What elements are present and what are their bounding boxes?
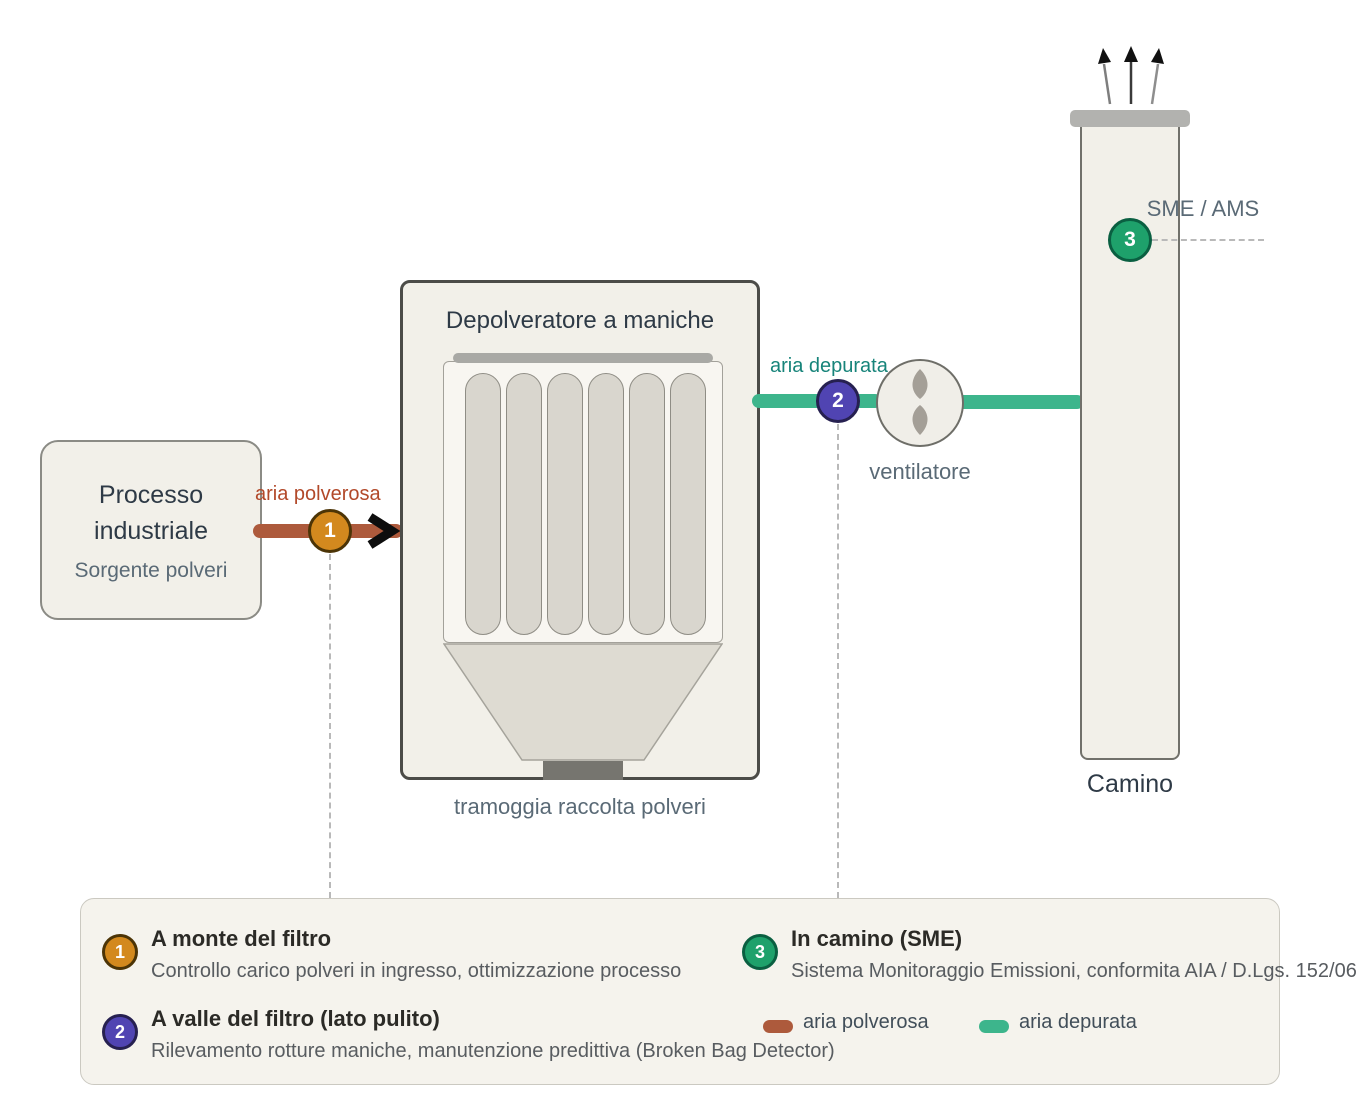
measure-point-2-badge: 2 [816, 379, 860, 423]
callout-line-3 [1152, 239, 1264, 241]
dusty-air-swatch-label: aria polverosa [803, 1011, 929, 1033]
process-box-title: Processo industriale [94, 481, 208, 545]
legend-badge-2: 2 [102, 1014, 138, 1050]
fan-caption: ventilatore [869, 459, 971, 484]
filter-bag [588, 373, 624, 635]
measure-point-1-badge: 1 [308, 509, 352, 553]
clean-air-swatch [979, 1020, 1009, 1033]
legend-panel: 1 A monte del filtro Controllo carico po… [80, 898, 1357, 1085]
filter-bag [465, 373, 501, 635]
clean-air-swatch-label: aria depurata [1019, 1011, 1137, 1033]
fan-icon [876, 359, 964, 447]
process-box-subtitle: Sorgente polveri [74, 559, 228, 582]
legend-badge-3: 3 [742, 934, 778, 970]
emission-arrows-icon [1098, 46, 1164, 105]
hopper-discharge [543, 761, 623, 780]
legend-item-title: A monte del filtro [151, 926, 332, 951]
legend-item-desc: Sistema Monitoraggio Emissioni, conformi… [791, 960, 1357, 982]
measure-point-3-badge: 3 [1108, 218, 1152, 262]
filter-bag [629, 373, 665, 635]
tube-sheet-bar [453, 353, 713, 363]
callout-line-1 [329, 554, 331, 898]
dusty-air-swatch [763, 1020, 793, 1033]
filter-bag [506, 373, 542, 635]
inlet-arrowhead-icon [367, 513, 400, 549]
filter-bag [670, 373, 706, 635]
clean-air-flow-label: aria depurata [770, 355, 888, 377]
baghouse-filter-box: Depolveratore a maniche [400, 280, 760, 780]
filter-bag [547, 373, 583, 635]
stack-caption: Camino [1086, 770, 1174, 798]
stack-cap [1070, 110, 1190, 127]
clean-air-flow-line [952, 395, 1084, 409]
legend-item-desc: Controllo carico polveri in ingresso, ot… [151, 960, 682, 982]
hopper-caption: tramoggia raccolta polveri [454, 794, 706, 819]
baghouse-filter-title: Depolveratore a maniche [445, 307, 715, 334]
legend-item-title: A valle del filtro (lato pulito) [151, 1006, 440, 1031]
dusty-air-flow-label: aria polverosa [255, 483, 381, 505]
dust-hopper [443, 643, 723, 761]
process-industrial-box: Processo industriale Sorgente polveri [40, 440, 262, 620]
legend-item-desc: Rilevamento rotture maniche, manutenzion… [151, 1040, 835, 1062]
legend-badge-1: 1 [102, 934, 138, 970]
sme-ams-label: SME / AMS [1146, 196, 1260, 221]
callout-line-2 [837, 424, 839, 898]
legend-item-title: In camino (SME) [791, 926, 963, 951]
